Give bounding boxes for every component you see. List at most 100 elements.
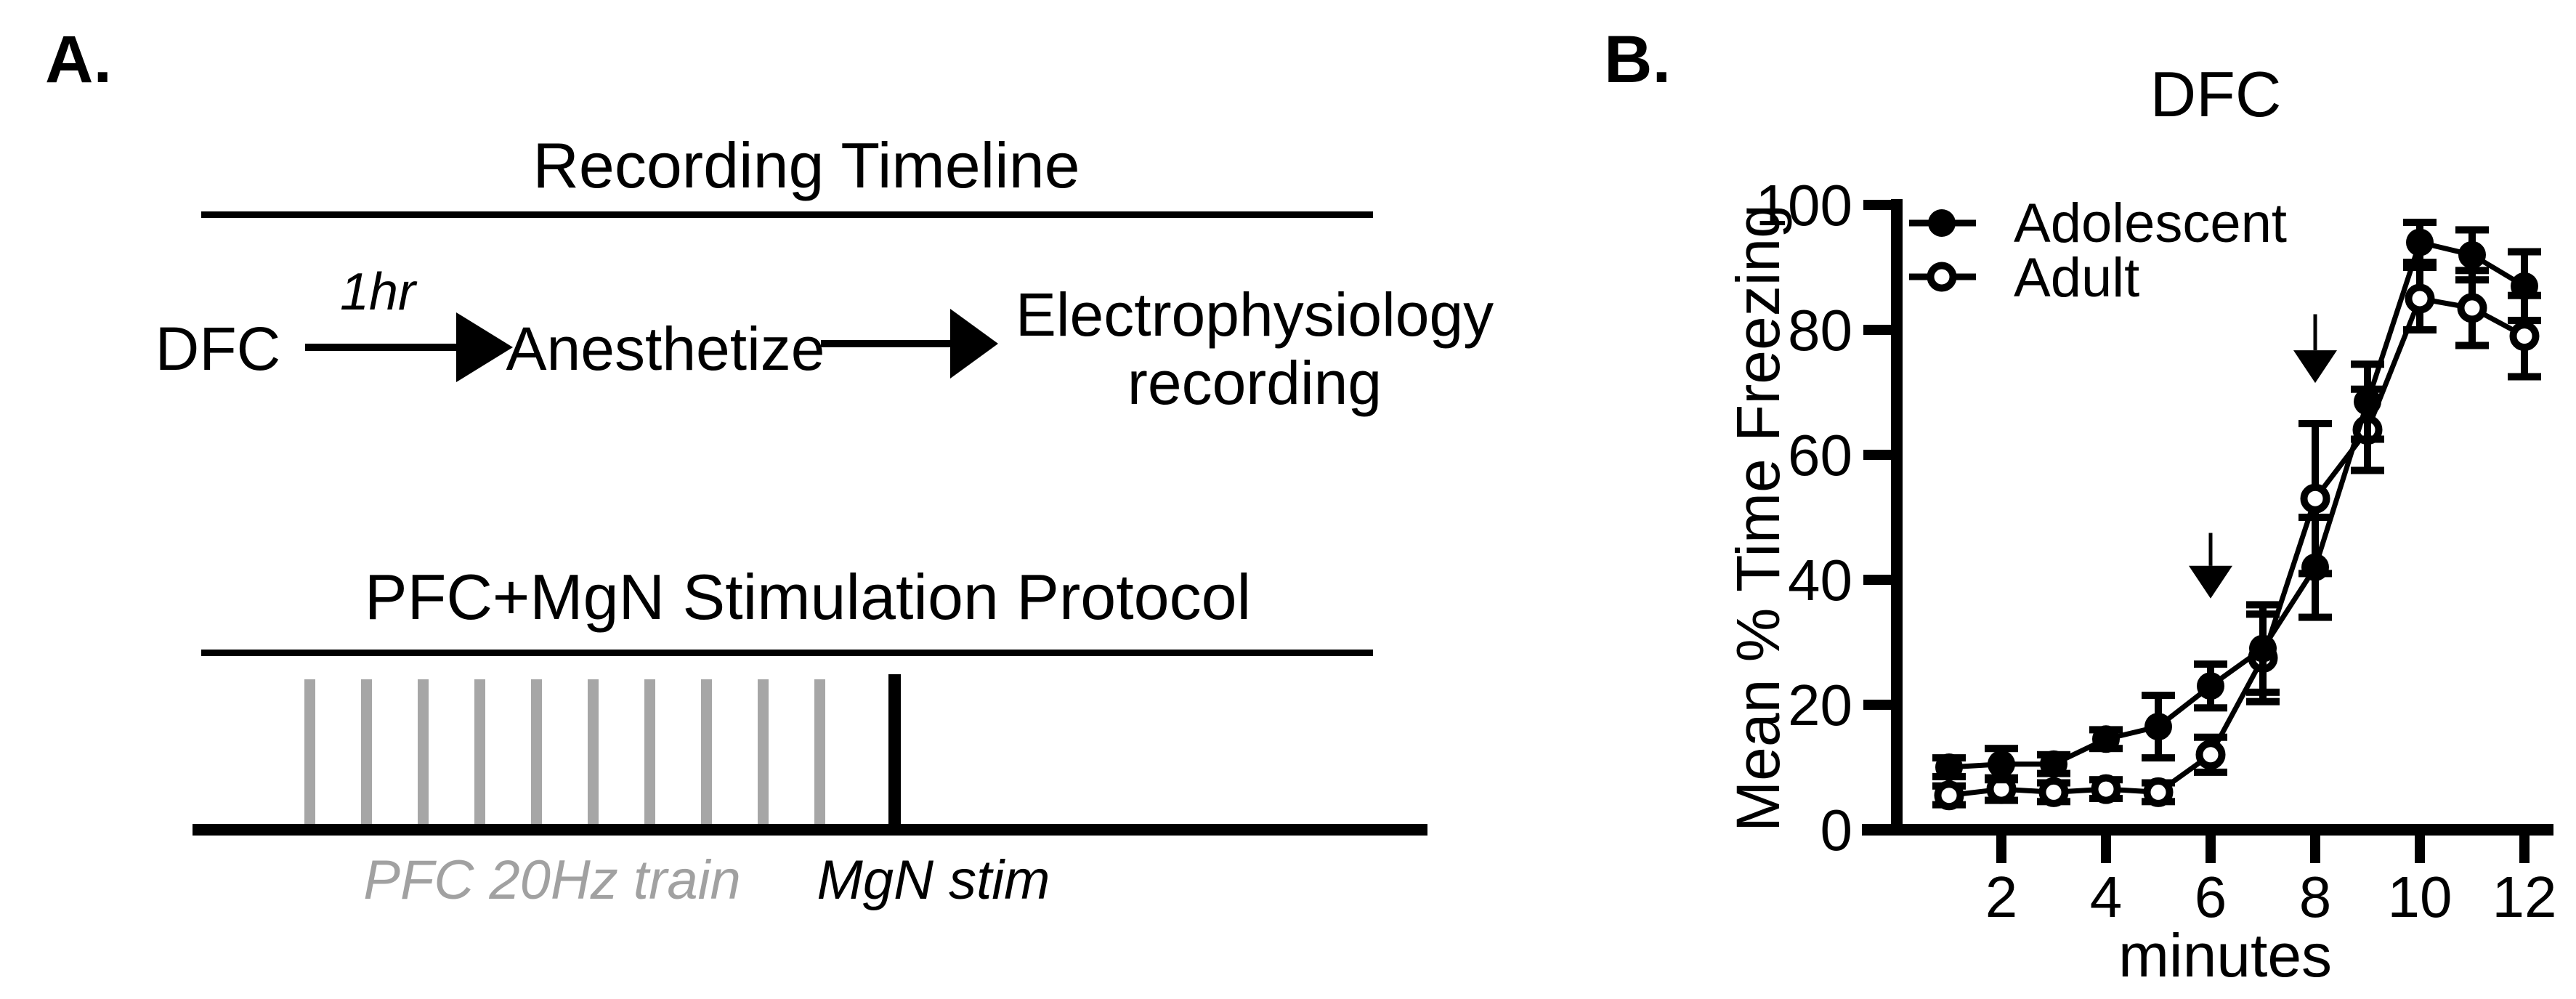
marker-filled-circle	[2144, 713, 2172, 741]
arrow1-shaft	[305, 344, 458, 351]
arrow1-head	[456, 312, 513, 382]
pfc-pulse	[701, 679, 712, 824]
error-bar-cap	[2194, 733, 2227, 741]
error-bar-cap	[2142, 754, 2175, 762]
marker-filled-circle	[2354, 387, 2381, 416]
marker-open-circle	[1934, 780, 1964, 811]
error-bar-cap	[2351, 435, 2384, 443]
timeline-step-ephys-line1: Electrophysiology	[1015, 280, 1494, 349]
pfc-pulse	[758, 679, 769, 824]
timeline-title: Recording Timeline	[532, 129, 1080, 201]
error-bar-cap	[2508, 248, 2541, 256]
error-bar-cap	[2403, 326, 2437, 333]
error-bar-cap	[2403, 259, 2437, 267]
y-tick-label: 60	[1788, 423, 1852, 488]
panel-b-label: B.	[1604, 23, 1671, 97]
x-tick-label: 4	[2090, 865, 2123, 929]
x-tick	[1996, 836, 2006, 863]
pfc-pulse	[814, 679, 825, 824]
error-bar-cap	[2194, 660, 2227, 668]
y-tick-label: 0	[1820, 798, 1853, 862]
error-bar-cap	[2455, 341, 2489, 349]
legend-label-adult: Adult	[2014, 247, 2140, 309]
error-bar-cap	[2455, 276, 2489, 284]
marker-filled-circle	[2458, 240, 2486, 269]
y-tick	[1863, 700, 1891, 710]
annotation-arrow-shaft	[2208, 533, 2213, 566]
error-bar-cap	[2142, 692, 2175, 700]
y-tick-label: 80	[1788, 298, 1852, 363]
y-axis-line	[1891, 199, 1903, 836]
x-tick-label: 2	[1985, 865, 2018, 929]
x-tick	[2519, 836, 2530, 863]
marker-filled-circle	[2249, 634, 2277, 663]
x-tick-label: 10	[2388, 865, 2453, 929]
pfc-pulse	[644, 679, 655, 824]
error-bar-cap	[2194, 704, 2227, 712]
marker-filled-circle	[1935, 753, 1963, 781]
x-tick-label: 8	[2299, 865, 2332, 929]
series-line-adult	[1948, 296, 2526, 798]
timeline-interval-label: 1hr	[339, 263, 416, 321]
legend-marker-open-circle	[1927, 262, 1957, 292]
error-bar-cap	[2246, 697, 2280, 705]
pfc-pulse	[361, 679, 372, 824]
legend-marker-filled-circle	[1928, 209, 1956, 237]
x-tick-label: 12	[2492, 865, 2557, 929]
marker-filled-circle	[2406, 228, 2434, 256]
error-bar-cap	[1985, 776, 2018, 784]
series-line-adolescent	[1948, 239, 2526, 770]
y-axis-title: Mean % Time Freezing	[1724, 204, 1792, 832]
arrow2-shaft	[821, 340, 952, 347]
y-tick	[1863, 825, 1891, 835]
error-bar-cap	[2298, 613, 2332, 621]
y-tick	[1863, 575, 1891, 585]
annotation-arrow-shaft	[2313, 314, 2317, 351]
timeline-step-ephys: Electrophysiology recording	[1016, 280, 1494, 417]
pfc-train-label: PFC 20Hz train	[363, 849, 741, 911]
protocol-baseline	[193, 824, 1427, 836]
error-bar-cap	[2298, 514, 2332, 521]
pfc-pulse	[474, 679, 485, 824]
protocol-underline	[201, 650, 1373, 656]
x-tick	[2415, 836, 2425, 863]
x-tick	[2310, 836, 2320, 863]
marker-filled-circle	[2040, 750, 2067, 778]
error-bar-cap	[2298, 420, 2332, 427]
mgn-pulse	[888, 674, 901, 824]
x-tick	[2101, 836, 2111, 863]
mgn-stim-label: MgN stim	[817, 849, 1050, 911]
x-tick	[2206, 836, 2216, 863]
x-tick-label: 6	[2195, 865, 2227, 929]
x-axis-title: minutes	[2118, 921, 2333, 990]
pfc-pulse	[588, 679, 599, 824]
timeline-step-ephys-line2: recording	[1127, 349, 1382, 417]
y-tick-label: 100	[1756, 173, 1852, 238]
marker-open-circle	[2405, 283, 2435, 314]
marker-open-circle	[2457, 293, 2487, 323]
marker-filled-circle	[2197, 672, 2224, 700]
marker-open-circle	[2091, 774, 2121, 804]
timeline-step-anesthetize: Anesthetize	[506, 315, 825, 383]
error-bar-cap	[2246, 688, 2280, 696]
y-tick-label: 40	[1788, 548, 1852, 612]
chart-title: DFC	[2150, 58, 2282, 130]
legend-label-adolescent: Adolescent	[2014, 193, 2288, 254]
error-bar-cap	[2508, 373, 2541, 381]
timeline-underline	[201, 211, 1373, 218]
error-bar-cap	[2351, 466, 2384, 474]
marker-filled-circle	[2511, 272, 2538, 300]
annotation-arrow-head	[2293, 350, 2337, 384]
pfc-pulse	[304, 679, 315, 824]
arrow2-head	[950, 309, 998, 379]
marker-open-circle	[2509, 321, 2540, 352]
marker-filled-circle	[1988, 750, 2015, 778]
error-bar-cap	[2403, 219, 2437, 227]
timeline-step-dfc: DFC	[155, 315, 281, 383]
pfc-pulse	[418, 679, 429, 824]
error-bar-cap	[2508, 317, 2541, 325]
panel-a-label: A.	[45, 23, 112, 97]
